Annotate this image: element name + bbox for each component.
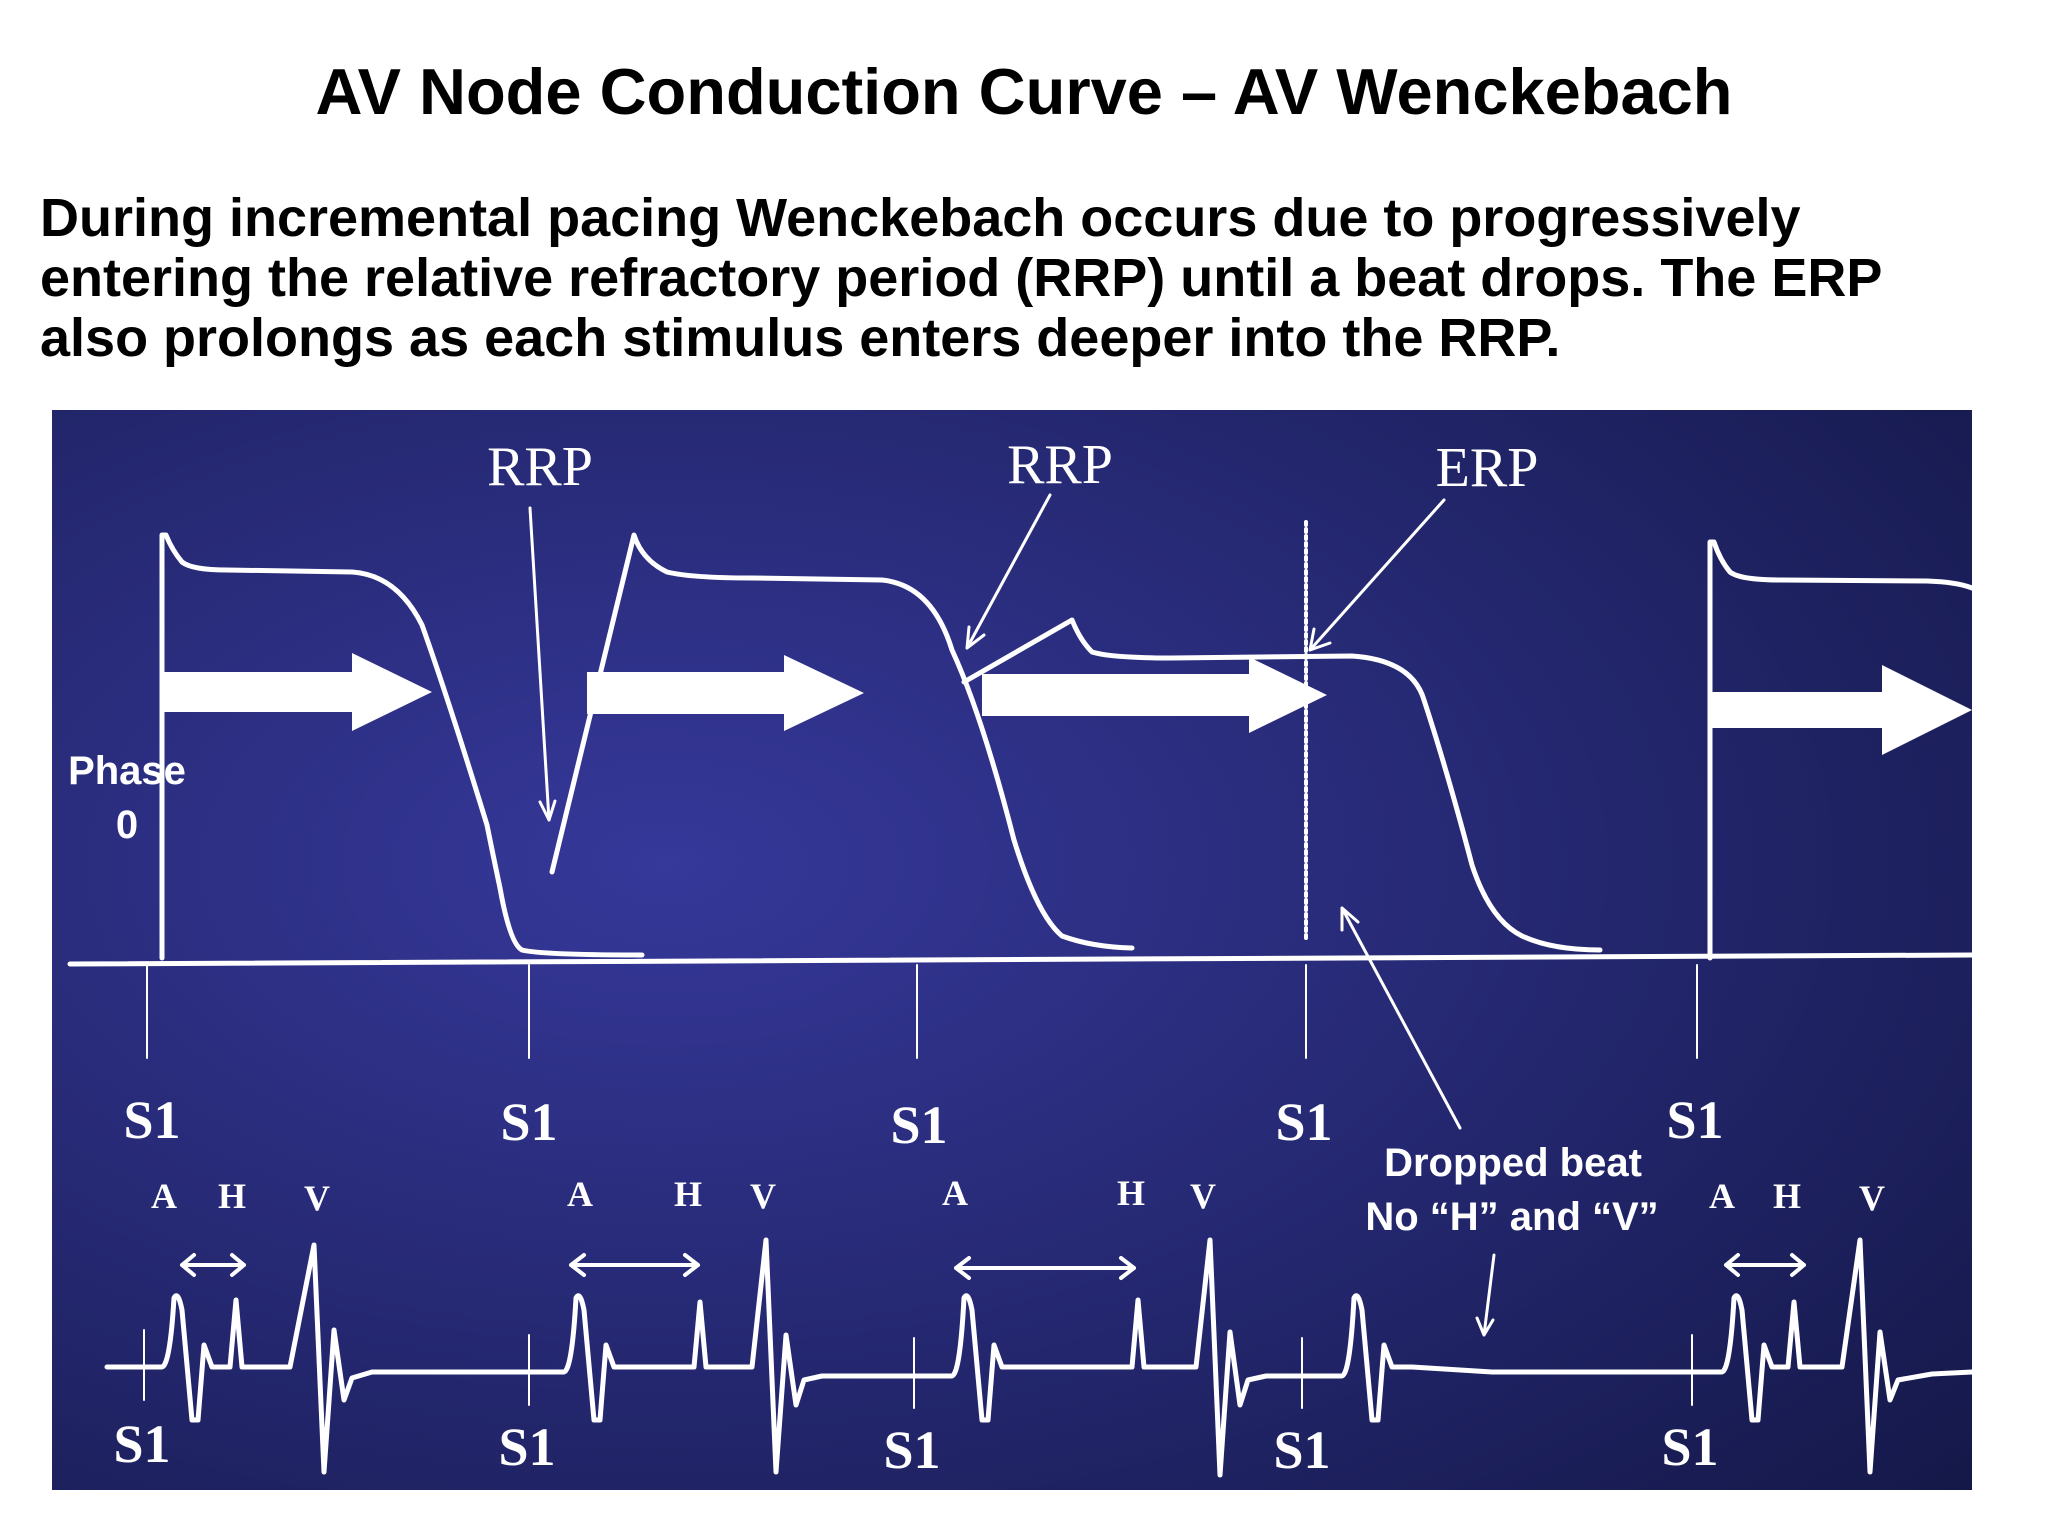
- stimulus-label: S1: [890, 1095, 947, 1155]
- description-line-3: also prolongs as each stimulus enters de…: [40, 308, 1561, 368]
- dropped-beat-label-line-2: No “H” and “V”: [1365, 1195, 1658, 1239]
- dropped-beat-pointer-arrow: [1340, 906, 1462, 1130]
- egm-h-label: H: [674, 1174, 702, 1214]
- slide-title: AV Node Conduction Curve – AV Wenckebach: [315, 55, 1733, 128]
- stimulus-markers: [146, 964, 1698, 1059]
- interval-arrow-2: [569, 1253, 700, 1277]
- egm-a-label: A: [151, 1176, 177, 1216]
- egm-v-label: V: [1859, 1178, 1885, 1218]
- rrp-pointer-arrow-2: [965, 493, 1052, 650]
- egm-a-label: A: [1709, 1176, 1735, 1216]
- conduction-arrow-3: [982, 657, 1327, 733]
- stimulus-label: S1: [500, 1092, 557, 1152]
- stimulus-label: S1: [883, 1420, 940, 1480]
- stimulus-label: S1: [113, 1414, 170, 1474]
- interval-arrow-1: [180, 1253, 246, 1277]
- interval-arrow-4: [1724, 1253, 1806, 1277]
- rrp-label-2: RRP: [1007, 434, 1113, 496]
- interval-arrow-3: [954, 1256, 1136, 1280]
- egm-stimulus-markers: [143, 1329, 1693, 1409]
- baseline: [67, 952, 1972, 967]
- description-text: During incremental pacing Wenckebach occ…: [40, 188, 2030, 368]
- action-potential-3: [961, 617, 1603, 953]
- stimulus-label: S1: [1666, 1090, 1723, 1150]
- egm-v-label: V: [750, 1176, 776, 1216]
- electrogram-trace: [104, 1237, 1972, 1478]
- rrp-label-1: RRP: [487, 436, 593, 498]
- phase-label-line-1: Phase: [68, 749, 186, 793]
- stimulus-label: S1: [498, 1417, 555, 1477]
- conduction-diagram: RRP RRP ERP Phase 0 Dropped beat No “H” …: [52, 410, 1972, 1490]
- egm-v-label: V: [1190, 1176, 1216, 1216]
- description-line-1: During incremental pacing Wenckebach occ…: [40, 188, 1801, 248]
- action-potential-2: [549, 532, 1135, 951]
- conduction-arrow-1: [164, 653, 432, 731]
- egm-v-label: V: [304, 1178, 330, 1218]
- phase-label-line-2: 0: [116, 803, 138, 847]
- dropped-beat-down-arrow: [1475, 1253, 1496, 1337]
- action-potential-1: [159, 532, 645, 961]
- rrp-pointer-arrow-1: [528, 506, 557, 822]
- stimulus-label: S1: [1273, 1420, 1330, 1480]
- egm-a-label: A: [942, 1173, 968, 1213]
- diagram-background: [52, 410, 1972, 1490]
- egm-h-label: H: [218, 1176, 246, 1216]
- erp-pointer-arrow: [1308, 498, 1446, 652]
- stimulus-label: S1: [123, 1090, 180, 1150]
- egm-a-label: A: [567, 1174, 593, 1214]
- conduction-arrow-2: [587, 655, 864, 731]
- description-line-2: entering the relative refractory period …: [40, 248, 1883, 308]
- egm-h-label: H: [1117, 1173, 1145, 1213]
- stimulus-label: S1: [1275, 1092, 1332, 1152]
- dropped-beat-label-line-1: Dropped beat: [1384, 1141, 1642, 1185]
- stimulus-label: S1: [1661, 1417, 1718, 1477]
- conduction-arrow-4: [1712, 665, 1972, 755]
- action-potential-4: [1707, 539, 1972, 961]
- egm-h-label: H: [1773, 1176, 1801, 1216]
- erp-label: ERP: [1436, 437, 1539, 499]
